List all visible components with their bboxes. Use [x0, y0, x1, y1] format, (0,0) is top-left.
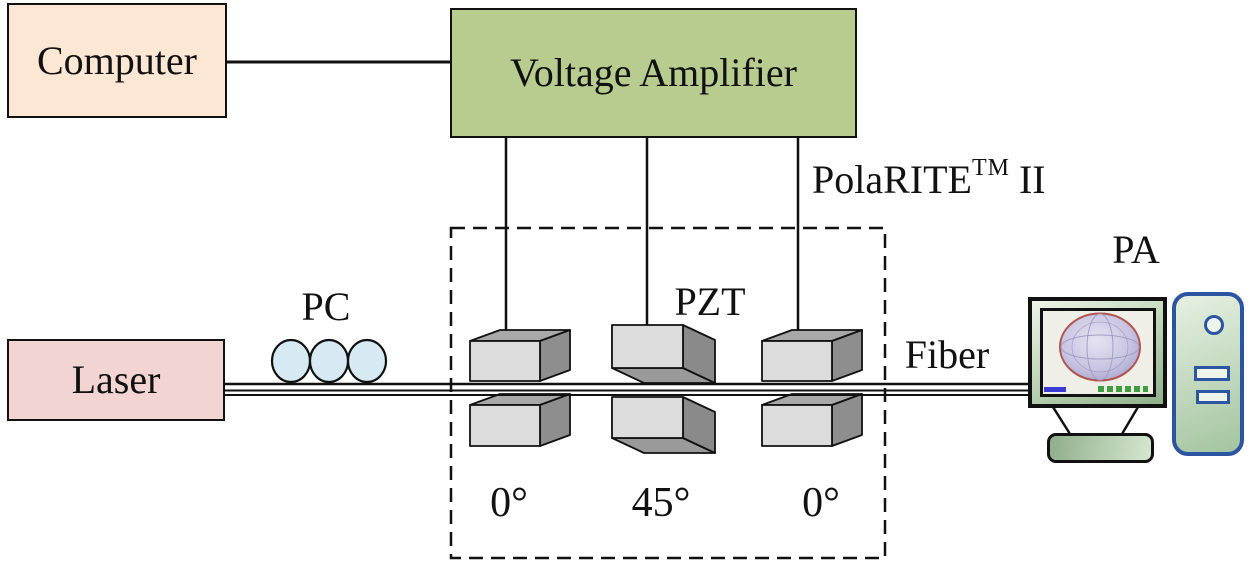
pzt-front-face — [469, 340, 541, 382]
pc-label: PC — [301, 284, 351, 329]
polarite-label: PolaRITETM II — [812, 156, 1046, 200]
tower-drive-bay-2 — [1196, 390, 1230, 404]
sphere-meridian — [1086, 313, 1114, 381]
pzt-front-face — [611, 324, 684, 369]
polarite-dashed-enclosure — [449, 226, 887, 560]
angle-label-left: 0° — [490, 480, 528, 526]
sphere-equator — [1060, 334, 1140, 360]
computer-box-label: Computer — [37, 37, 197, 83]
voltage-amplifier-label: Voltage Amplifier — [510, 50, 797, 95]
laser-box-label: Laser — [71, 357, 161, 402]
polarite-suffix: II — [1018, 157, 1046, 202]
pa-label: PA — [1112, 227, 1160, 272]
laser-box: Laser — [7, 339, 225, 421]
pzt-front-face — [611, 396, 684, 439]
fiber-loop-3 — [346, 338, 388, 384]
polarite-name: PolaRITE — [812, 157, 972, 202]
screen-caption-center — [1098, 386, 1148, 392]
pzt-front-face — [761, 340, 833, 382]
fiber-loop-1 — [270, 338, 312, 384]
fiber-label: Fiber — [904, 332, 990, 377]
polarization-controller-loops — [270, 338, 388, 384]
fiber-loop-2 — [308, 338, 350, 384]
angle-label-right: 0° — [802, 480, 840, 526]
angle-label-middle: 45° — [631, 480, 691, 526]
pzt-squeezer-0deg-left — [469, 329, 571, 447]
pzt-front-face — [469, 404, 541, 447]
pzt-squeezer-45deg-middle — [611, 324, 716, 454]
tower-drive-bay-1 — [1194, 366, 1230, 381]
voltage-amplifier-box: Voltage Amplifier — [450, 8, 857, 138]
pzt-front-face — [761, 404, 833, 447]
computer-box: Computer — [7, 3, 227, 118]
monitor-stand-left-leg — [1051, 406, 1072, 435]
pzt-label: PZT — [674, 279, 746, 324]
screen-caption-left — [1044, 387, 1066, 392]
sphere-trace — [1071, 321, 1129, 373]
pzt-squeezer-0deg-right — [761, 329, 863, 447]
tower-power-button-icon — [1204, 315, 1224, 335]
monitor-stand-right-leg — [1120, 406, 1140, 435]
analyzer-keyboard-base — [1047, 433, 1154, 463]
analyzer-screen — [1040, 308, 1156, 397]
poincare-sphere — [1059, 312, 1141, 382]
optical-fiber-line — [225, 382, 1032, 396]
polarite-trademark: TM — [971, 155, 1010, 181]
